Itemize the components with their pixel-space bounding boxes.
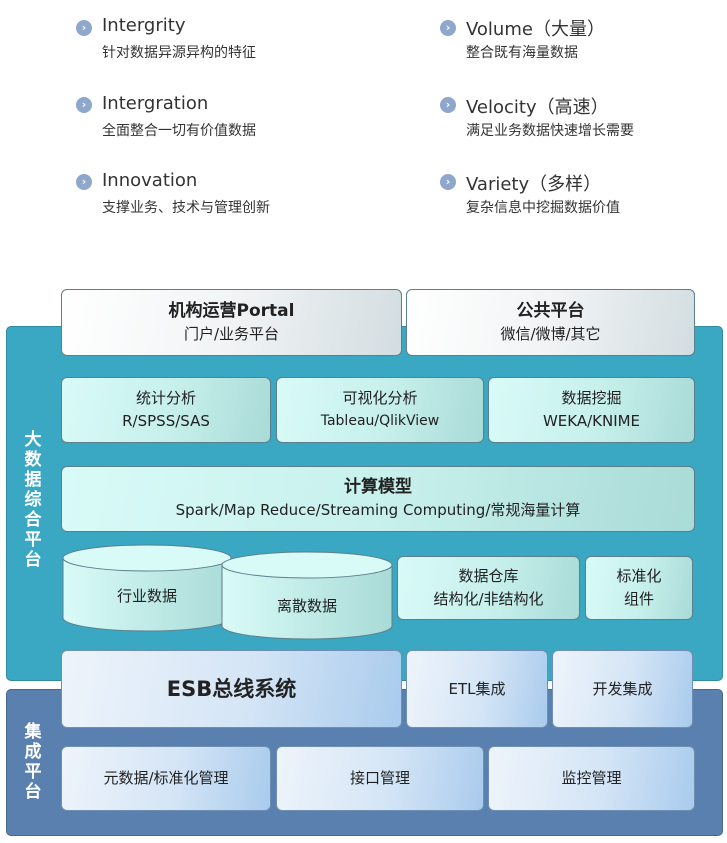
chevron-right-icon: › xyxy=(440,174,456,190)
feature-desc: 针对数据异源异构的特征 xyxy=(102,45,256,61)
monitoring-box: 监控管理 xyxy=(488,746,695,811)
etl-box: ETL集成 xyxy=(406,650,548,728)
chevron-right-icon: › xyxy=(440,20,456,36)
box-sub: Spark/Map Reduce/Streaming Computing/常规海… xyxy=(175,501,581,519)
bigdata-platform-label: 大数据综合平台 xyxy=(24,430,42,570)
box-sub: R/SPSS/SAS xyxy=(122,412,210,430)
cylinder-label: 离散数据 xyxy=(277,597,337,615)
visualization-box: 可视化分析 Tableau/QlikView xyxy=(276,377,484,443)
portal-box: 机构运营Portal 门户/业务平台 xyxy=(61,289,402,356)
chevron-right-icon: › xyxy=(440,97,456,113)
box-title: 数据仓库 xyxy=(458,567,519,585)
box-title: 标准化 xyxy=(616,567,662,585)
public-platform-box: 公共平台微信/微博/其它 xyxy=(406,289,695,356)
feature-desc: 复杂信息中挖掘数据价值 xyxy=(466,200,620,216)
box-title: 可视化分析 xyxy=(342,389,418,407)
feature-desc: 支撑业务、技术与管理创新 xyxy=(102,200,270,216)
feature-title: Intergration xyxy=(102,93,209,114)
esb-box: ESB总线系统 xyxy=(61,650,402,728)
feature-title: Variety（多样） xyxy=(466,174,602,195)
box-sub: 组件 xyxy=(623,590,654,608)
box-title: 统计分析 xyxy=(135,389,196,407)
box-sub: 结构化/非结构化 xyxy=(433,590,544,608)
chevron-right-icon: › xyxy=(76,174,92,190)
box-title: 计算模型 xyxy=(344,477,412,497)
feature-title: Intergrity xyxy=(102,15,186,36)
feature-desc: 整合既有海量数据 xyxy=(466,45,578,61)
discrete-data-cylinder: 离散数据 xyxy=(221,551,393,640)
box-sub: Tableau/QlikView xyxy=(320,413,440,429)
box-sub: 门户/业务平台 xyxy=(183,324,280,343)
box-title: 数据挖掘 xyxy=(561,389,622,407)
box-sub: 微信/微博/其它 xyxy=(500,324,601,343)
box-title: ESB总线系统 xyxy=(166,676,297,701)
box-title: 公共平台 xyxy=(516,300,585,321)
interface-management-box: 接口管理 xyxy=(276,746,484,811)
box-title: 开发集成 xyxy=(592,679,653,698)
box-title: ETL集成 xyxy=(448,679,506,698)
cylinder-label: 行业数据 xyxy=(117,587,177,605)
metadata-box: 元数据/标准化管理 xyxy=(61,746,271,811)
feature-title: Volume（大量） xyxy=(466,19,605,40)
integration-platform-label: 集成平台 xyxy=(24,722,42,802)
feature-desc: 全面整合一切有价值数据 xyxy=(102,123,256,139)
data-warehouse-box: 数据仓库结构化/非结构化 xyxy=(397,556,580,620)
data-mining-box: 数据挖掘 WEKA/KNIME xyxy=(488,377,695,443)
standard-components-box: 标准化组件 xyxy=(585,556,693,620)
box-title: 监控管理 xyxy=(561,769,622,787)
feature-desc: 满足业务数据快速增长需要 xyxy=(466,123,634,139)
industry-data-cylinder: 行业数据 xyxy=(62,544,232,632)
box-title: 接口管理 xyxy=(349,769,410,787)
box-title: 元数据/标准化管理 xyxy=(103,769,229,787)
statistics-box: 统计分析 R/SPSS/SAS xyxy=(61,377,271,443)
compute-model-box: 计算模型 Spark/Map Reduce/Streaming Computing… xyxy=(61,466,695,532)
feature-title: Innovation xyxy=(102,170,198,191)
box-title: 机构运营Portal xyxy=(168,300,295,321)
dev-integration-box: 开发集成 xyxy=(552,650,693,728)
chevron-right-icon: › xyxy=(76,97,92,113)
data-cylinders: 行业数据 离散数据 xyxy=(62,544,393,640)
box-sub: WEKA/KNIME xyxy=(542,412,641,430)
chevron-right-icon: › xyxy=(76,20,92,36)
feature-title: Velocity（高速） xyxy=(466,97,609,118)
